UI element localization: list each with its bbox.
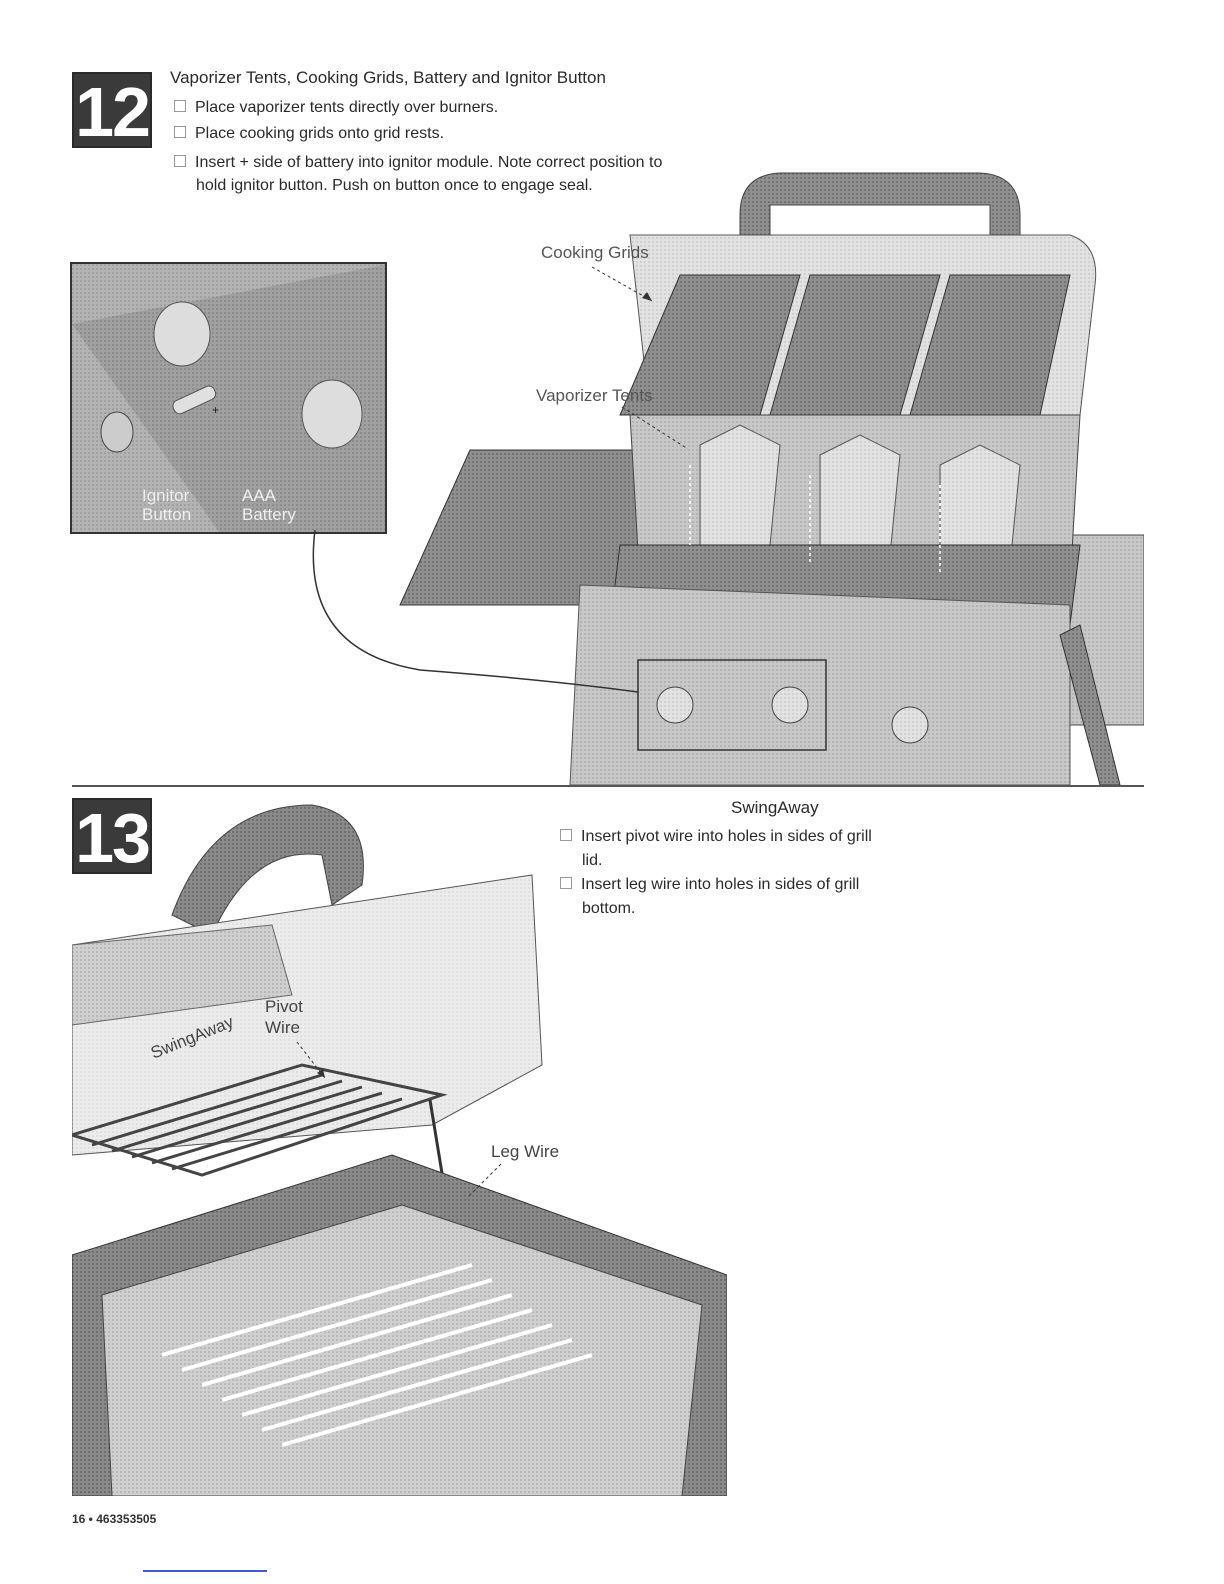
cooking-grids-shape (619, 274, 1071, 416)
pivot-label-line2: Wire (265, 1018, 300, 1037)
pivot-wire-leader (296, 1041, 326, 1079)
section-divider (72, 785, 1144, 787)
page-footer: 16 • 463353505 (72, 1512, 157, 1526)
vaporizer-tents-shape (699, 424, 1021, 566)
ignitor-label-line2: Button (142, 505, 192, 524)
swingaway-illustration (72, 804, 727, 1496)
bullet-text: Insert + side of battery into ignitor mo… (195, 154, 663, 171)
step-12-bullet-3-cont: hold ignitor button. Push on button once… (196, 177, 593, 194)
battery-label-line2: Battery (242, 505, 296, 524)
step-13-bullet-1: Insert pivot wire into holes in sides of… (560, 826, 872, 848)
bullet-text: Place vaporizer tents directly over burn… (195, 99, 499, 116)
step-13-bullet-2: Insert leg wire into holes in sides of g… (560, 874, 859, 896)
svg-text:+: + (212, 403, 219, 417)
step-12-title: Vaporizer Tents, Cooking Grids, Battery … (170, 68, 606, 87)
step-13-bullet-2-cont: bottom. (582, 900, 636, 917)
footer-link-underline (143, 1570, 267, 1572)
checkbox-icon (560, 877, 572, 889)
vaporizer-tents-label: Vaporizer Tents (536, 386, 653, 405)
bullet-text: Place cooking grids onto grid rests. (195, 125, 445, 142)
pivot-label-line1: Pivot (265, 997, 303, 1016)
cooking-grids-leader (591, 266, 653, 302)
control-panel-box (637, 659, 827, 751)
leg-wire-label: Leg Wire (491, 1142, 560, 1161)
step-13-heading: SwingAway (731, 798, 819, 817)
bottom-grid (161, 1263, 593, 1447)
step-12-bullet-1: Place vaporizer tents directly over burn… (174, 97, 498, 119)
battery-label-line1: AAA (242, 486, 277, 505)
ignitor-label-line1: Ignitor (142, 486, 190, 505)
bullet-text: Insert leg wire into holes in sides of g… (581, 876, 860, 893)
leg-wire-leader (466, 1163, 502, 1199)
checkbox-icon (560, 829, 572, 841)
step-12-number: 12 (72, 72, 152, 150)
cooking-grids-label: Cooking Grids (541, 243, 649, 262)
vaporizer-tents-leader (621, 406, 689, 450)
bullet-text: Insert pivot wire into holes in sides of… (581, 828, 872, 845)
checkbox-icon (174, 155, 186, 167)
step-12-bullet-3: Insert + side of battery into ignitor mo… (174, 152, 662, 174)
step-12-bullet-2: Place cooking grids onto grid rests. (174, 123, 444, 145)
step-13-bullet-1-cont: lid. (582, 852, 603, 869)
swingaway-rack (72, 1063, 448, 1177)
checkbox-icon (174, 100, 186, 112)
grill-illustration-step12 (399, 172, 1144, 785)
ignitor-detail-inset: + (70, 262, 387, 534)
checkbox-icon (174, 126, 186, 138)
inset-connector-line (312, 530, 639, 693)
aaa-battery-label: AAA Battery (242, 486, 296, 524)
ignitor-button-label: Ignitor Button (142, 486, 191, 524)
step-13-number: 13 (72, 798, 152, 876)
ignitor-detail-illustration: + (72, 264, 385, 532)
pivot-wire-label: Pivot Wire (265, 996, 303, 1038)
